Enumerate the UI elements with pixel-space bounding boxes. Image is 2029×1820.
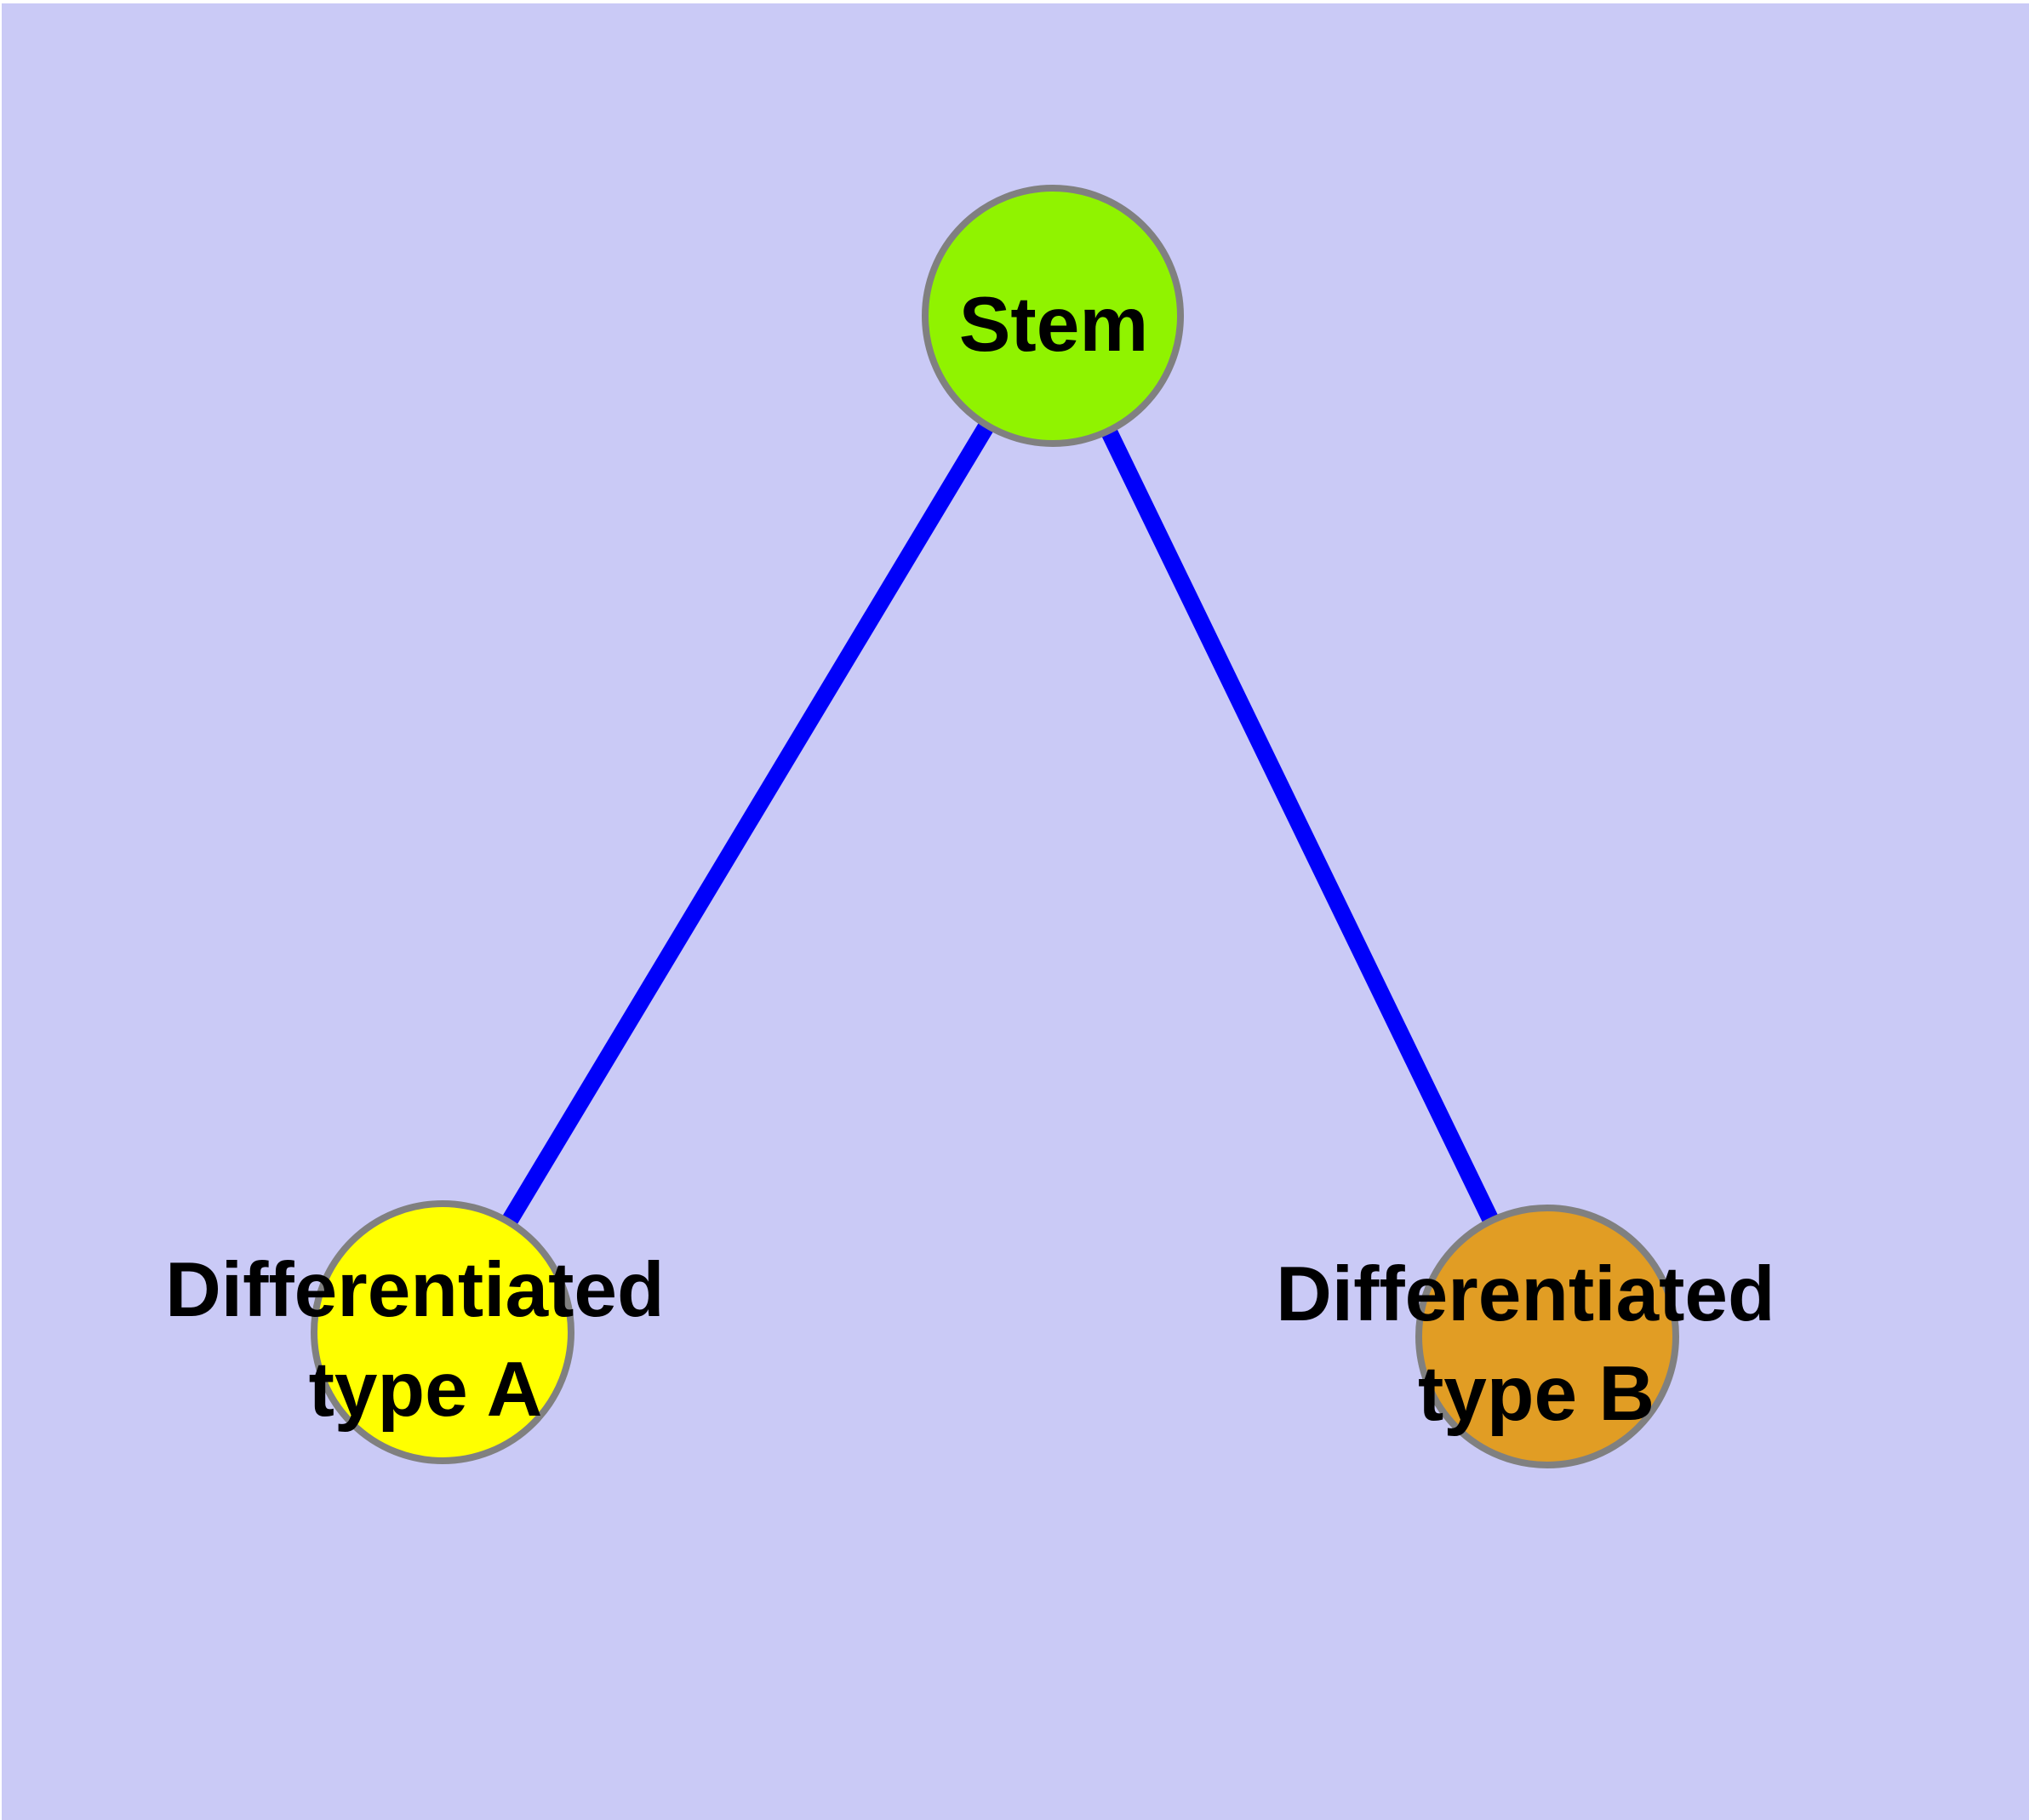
node-label-differentiated-type-b: Differentiated type B xyxy=(1276,1251,1797,1437)
node-differentiated-type-b xyxy=(1415,1205,1679,1468)
node-label-line-2: type A xyxy=(309,1347,543,1433)
node-label-line-1: Differentiated xyxy=(165,1247,665,1333)
node-label-differentiated-type-a: Differentiated type A xyxy=(165,1247,686,1433)
node-label-line-1: Differentiated xyxy=(1276,1251,1775,1337)
edge-stem-to-type-b xyxy=(1045,312,1555,1341)
node-stem xyxy=(922,185,1184,447)
node-label-line-2: type B xyxy=(1418,1351,1655,1437)
edge-stem-to-type-a xyxy=(435,311,1060,1337)
node-differentiated-type-a xyxy=(311,1200,574,1464)
node-label-stem: Stem xyxy=(959,282,1149,368)
